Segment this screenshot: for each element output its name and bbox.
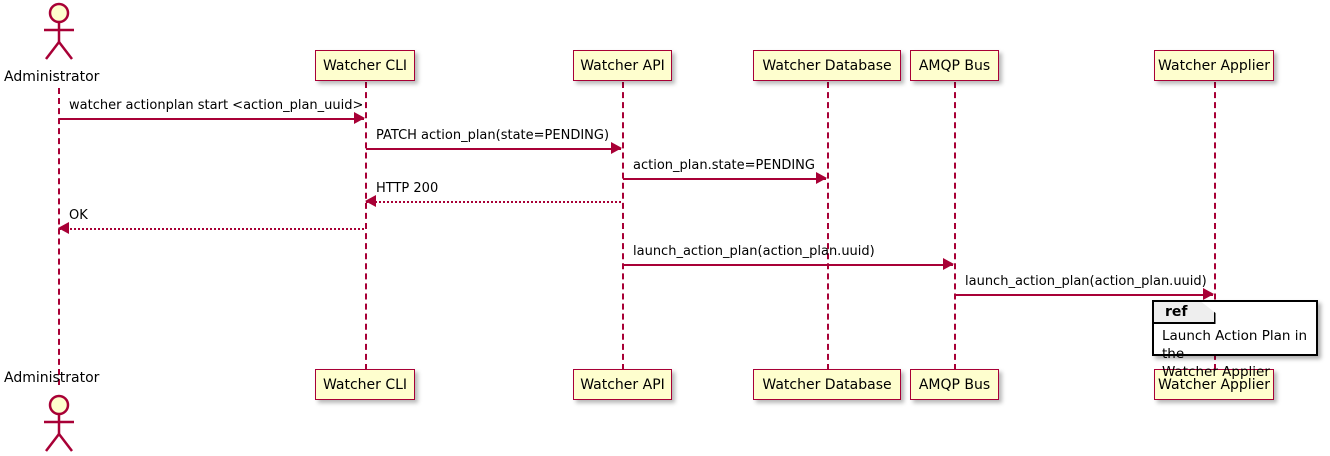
arrowhead-right-icon — [354, 112, 365, 124]
lifeline-watcher-database — [827, 82, 829, 370]
message-line — [623, 264, 953, 266]
actor-label-administrator-top: Administrator — [4, 69, 100, 85]
message-label: action_plan.state=PENDING — [633, 158, 815, 174]
ref-fragment-line1: Launch Action Plan in the — [1162, 328, 1308, 362]
arrowhead-left-icon — [58, 222, 69, 234]
arrowhead-left-icon — [365, 195, 376, 207]
participant-label: Watcher Database — [762, 57, 892, 74]
actor-administrator-top[interactable] — [34, 2, 84, 66]
arrowhead-right-icon — [943, 258, 954, 270]
participant-label: Watcher API — [580, 376, 665, 393]
ref-fragment-line2: Watcher Applier — [1162, 363, 1270, 380]
participant-label: Watcher CLI — [322, 57, 408, 74]
participant-watcher-database-bottom[interactable]: Watcher Database — [753, 369, 901, 400]
arrowhead-right-icon — [611, 142, 622, 154]
message-label: HTTP 200 — [376, 181, 439, 197]
participant-label: Watcher API — [580, 57, 665, 74]
message-line — [366, 201, 621, 203]
participant-watcher-applier-bottom[interactable]: Watcher Applier — [1154, 369, 1274, 400]
message-label: PATCH action_plan(state=PENDING) — [376, 128, 610, 144]
lifeline-watcher-applier — [1214, 82, 1216, 370]
arrowhead-right-icon — [1203, 288, 1214, 300]
participant-label: Watcher Applier — [1158, 57, 1270, 74]
participant-watcher-api-top[interactable]: Watcher API — [573, 50, 672, 81]
actor-label-administrator-bottom: Administrator — [4, 370, 100, 386]
participant-watcher-api-bottom[interactable]: Watcher API — [573, 369, 672, 400]
participant-watcher-applier-top[interactable]: Watcher Applier — [1154, 50, 1274, 81]
message-label: watcher actionplan start <action_plan_uu… — [69, 98, 364, 114]
participant-watcher-database-top[interactable]: Watcher Database — [753, 50, 901, 81]
message-line — [59, 228, 364, 230]
lifeline-watcher-api — [622, 82, 624, 370]
participant-watcher-cli-top[interactable]: Watcher CLI — [315, 50, 415, 81]
lifeline-administrator — [58, 88, 60, 385]
message-label: launch_action_plan(action_plan.uuid) — [965, 274, 1207, 290]
message-label: OK — [69, 208, 88, 224]
participant-label: AMQP Bus — [918, 57, 991, 74]
message-line — [623, 178, 826, 180]
participant-amqp-bus-top[interactable]: AMQP Bus — [910, 50, 999, 81]
lifeline-amqp-bus — [954, 82, 956, 370]
participant-label: Watcher Database — [762, 376, 892, 393]
participant-watcher-cli-bottom[interactable]: Watcher CLI — [315, 369, 415, 400]
participant-label: AMQP Bus — [918, 376, 991, 393]
participant-amqp-bus-bottom[interactable]: AMQP Bus — [910, 369, 999, 400]
message-line — [955, 294, 1213, 296]
lifeline-watcher-cli — [365, 82, 367, 370]
message-line — [59, 118, 364, 120]
ref-fragment-tab: ref — [1154, 302, 1216, 324]
participant-label: Watcher Applier — [1158, 376, 1270, 393]
stick-figure-icon — [44, 2, 74, 60]
actor-administrator-bottom[interactable] — [34, 394, 84, 456]
ref-fragment: ref Launch Action Plan in the Watcher Ap… — [1152, 300, 1318, 380]
message-line — [366, 148, 621, 150]
ref-fragment-body: Launch Action Plan in the Watcher Applie… — [1162, 328, 1312, 381]
participant-label: Watcher CLI — [322, 376, 408, 393]
ref-fragment-tab-label: ref — [1165, 304, 1188, 320]
message-label: launch_action_plan(action_plan.uuid) — [633, 244, 875, 260]
arrowhead-right-icon — [816, 172, 827, 184]
stick-figure-icon — [44, 394, 74, 452]
